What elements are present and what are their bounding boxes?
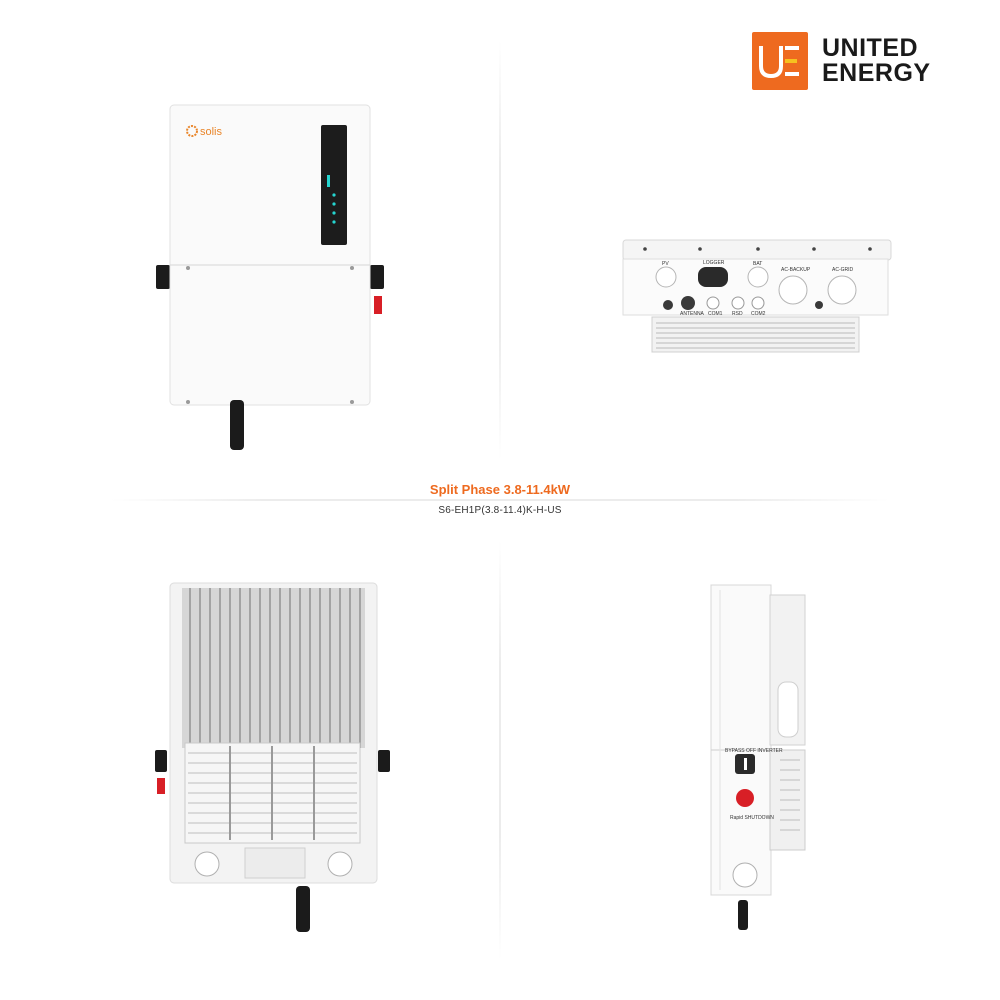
svg-text:COM2: COM2: [751, 311, 766, 317]
brand-name-line2: ENERGY: [822, 59, 931, 87]
svg-text:Rapid SHUTDOWN: Rapid SHUTDOWN: [730, 815, 774, 821]
vertical-divider-bottom: [499, 540, 501, 960]
svg-text:PV: PV: [662, 261, 669, 267]
united-energy-logo: UNITED ENERGY: [752, 32, 942, 92]
brand-name-line1: UNITED: [822, 34, 919, 62]
inverter-bottom-view: PV LOGGER BAT AC-BACKUP AC-GRID ANTENNA …: [622, 239, 892, 353]
svg-text:AC-GRID: AC-GRID: [832, 267, 854, 273]
brand-name: UNITED ENERGY: [822, 36, 931, 86]
svg-text:BAT: BAT: [753, 261, 762, 267]
antenna-icon: [230, 400, 244, 450]
svg-text:AC-BACKUP: AC-BACKUP: [781, 267, 811, 273]
solis-logo: solis: [186, 125, 223, 138]
product-model: S6-EH1P(3.8-11.4)K-H-US: [438, 505, 562, 516]
ue-logo-mark: [752, 32, 808, 90]
svg-text:ANTENNA: ANTENNA: [680, 311, 705, 317]
vertical-divider-top: [499, 40, 501, 460]
svg-text:solis: solis: [200, 126, 223, 138]
inverter-back-view: [155, 582, 390, 932]
display-panel: [321, 125, 347, 245]
svg-text:LOGGER: LOGGER: [703, 260, 725, 266]
product-title: Split Phase 3.8-11.4kW: [429, 482, 571, 497]
svg-text:BYPASS OFF INVERTER: BYPASS OFF INVERTER: [725, 748, 783, 754]
horizontal-divider: [110, 499, 890, 501]
svg-text:RSD: RSD: [732, 311, 743, 317]
inverter-side-view: BYPASS OFF INVERTER Rapid SHUTDOWN: [710, 584, 806, 930]
inverter-front-view: solis: [156, 104, 384, 450]
rapid-shutdown-button: [736, 789, 754, 807]
svg-text:COM1: COM1: [708, 311, 723, 317]
